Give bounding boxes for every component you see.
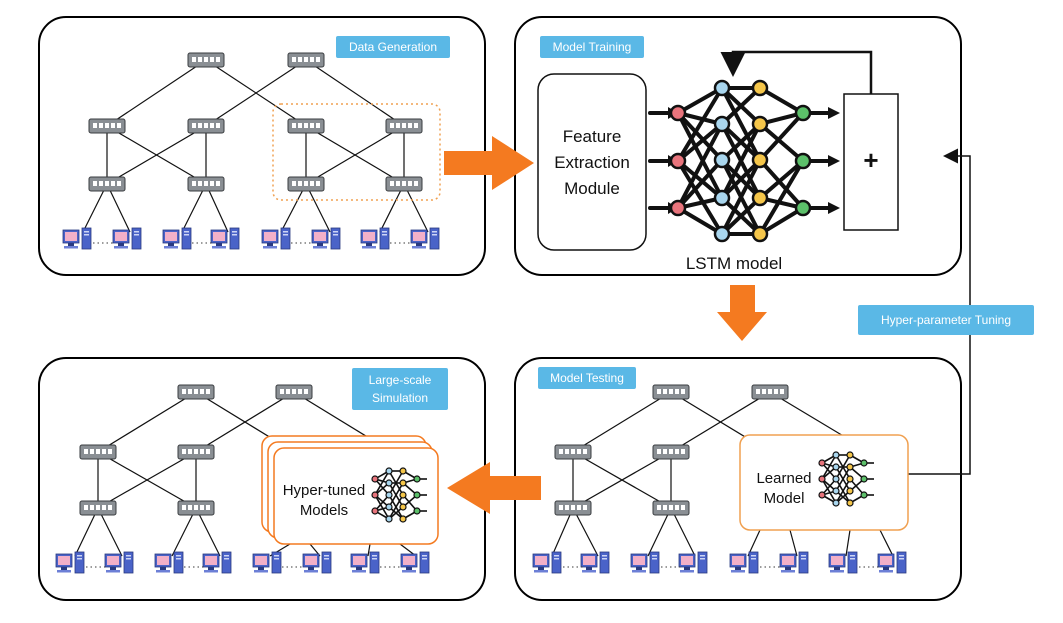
arrow-training-to-testing: [717, 285, 767, 341]
tag-model-training: Model Training: [540, 36, 644, 58]
computers-model-testing: [532, 551, 907, 574]
tag-large-scale-text-line2: Simulation: [371, 391, 429, 405]
highlight-box-dashed: [272, 103, 441, 201]
learned-model-label: Learned Model: [744, 469, 824, 509]
hyper-tuned-models-label: Hyper-tuned Models: [276, 481, 372, 521]
arrow-testing-to-simulation: [447, 462, 541, 514]
tag-data-generation-text: Data Generation: [348, 40, 438, 54]
learned-label-line2: Model: [763, 490, 805, 507]
arrow-generation-to-training: [444, 136, 534, 190]
feedback-arrow: [720, 50, 873, 94]
tag-large-scale-text-line1: Large-scale: [368, 373, 432, 387]
topology-data-generation: [82, 59, 429, 233]
tag-hyper-parameter-tuning: Hyper-parameter Tuning: [858, 305, 1034, 335]
adder-symbol: +: [863, 145, 879, 175]
feature-label-line3: Module: [564, 179, 620, 198]
feature-label-line2: Extraction: [554, 153, 630, 172]
tag-data-generation: Data Generation: [336, 36, 450, 58]
computers-large-scale: [55, 551, 430, 574]
feature-extraction-module-box: [537, 73, 647, 251]
lstm-model-caption: LSTM model: [685, 254, 783, 273]
neural-network-icon: [818, 451, 874, 507]
feature-extraction-label: Feature Extraction Module: [540, 124, 644, 202]
feature-label-line1: Feature: [562, 127, 622, 146]
computers-data-generation: [62, 227, 440, 250]
adder-box: [843, 93, 899, 231]
tag-model-testing: Model Testing: [538, 367, 636, 389]
tag-model-testing-text: Model Testing: [550, 371, 624, 385]
tag-hyper-parameter-tuning-text: Hyper-parameter Tuning: [880, 313, 1012, 327]
hyper-label-line2: Models: [299, 502, 349, 519]
switches-data-generation: [88, 52, 423, 192]
tag-large-scale-simulation: Large-scale Simulation: [352, 368, 448, 410]
hyper-label-line1: Hyper-tuned: [282, 482, 366, 499]
lstm-network-icon: [648, 79, 840, 243]
learned-label-line1: Learned: [756, 470, 812, 487]
panel-data-generation: [38, 16, 486, 276]
panel-model-training: [514, 16, 962, 276]
tag-model-training-text: Model Training: [552, 40, 632, 54]
topology-model-testing: [551, 391, 894, 557]
